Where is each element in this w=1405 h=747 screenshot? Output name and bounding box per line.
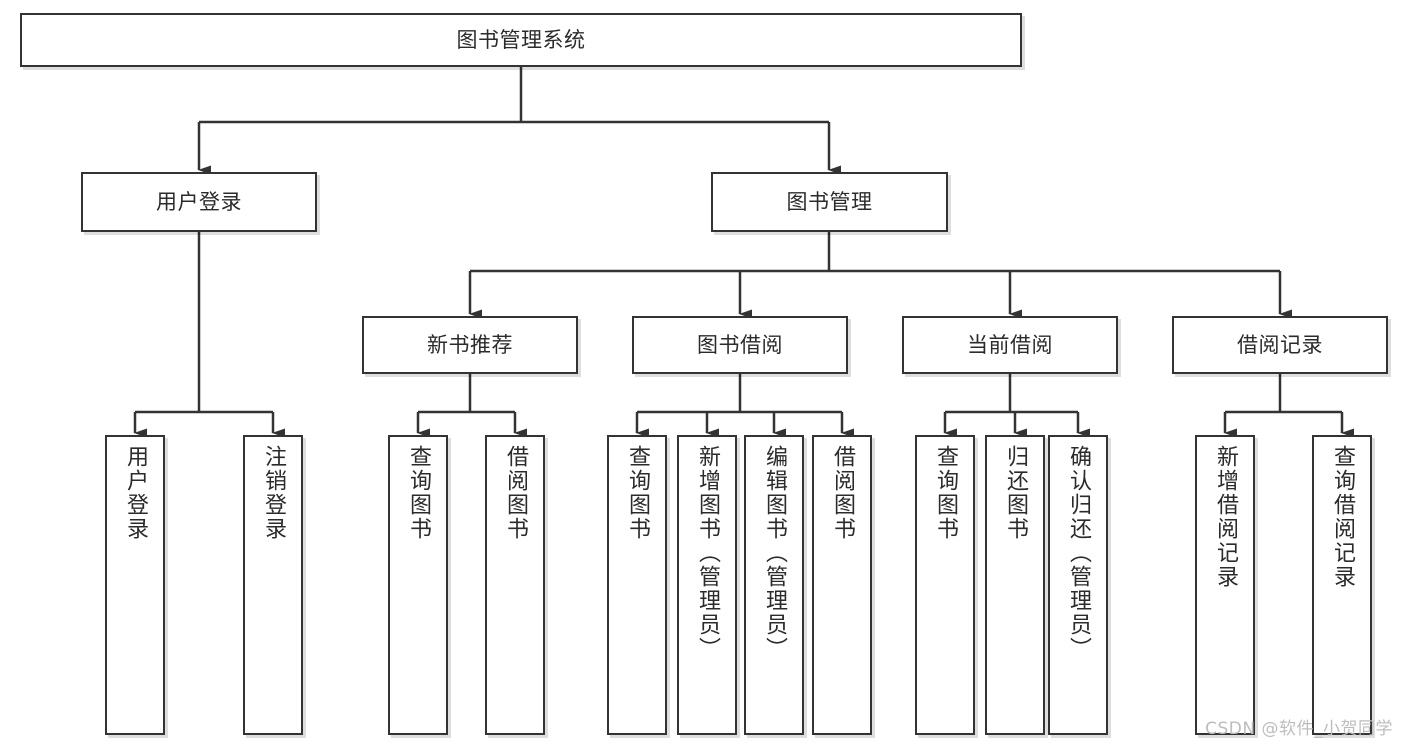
node-label: 新增借阅记录 <box>1213 445 1238 589</box>
node-leaf-borrow-book-1[interactable]: 借阅图书 <box>485 435 545 735</box>
node-label: 当前借阅 <box>967 332 1053 357</box>
node-leaf-query-book-2[interactable]: 查询图书 <box>607 435 667 735</box>
node-label: 图书借阅 <box>697 332 783 357</box>
node-label: 借阅图书 <box>503 445 528 541</box>
node-label: 图书管理系统 <box>456 27 586 52</box>
node-label: 新书推荐 <box>427 332 513 357</box>
node-label: 查询图书 <box>625 445 650 541</box>
node-label: 编辑图书（管理员） <box>762 445 787 661</box>
node-label: 借阅图书 <box>830 445 855 541</box>
node-label: 借阅记录 <box>1237 332 1323 357</box>
node-label: 新增图书（管理员） <box>695 445 720 661</box>
node-root[interactable]: 图书管理系统 <box>20 13 1022 67</box>
node-user-login[interactable]: 用户登录 <box>81 172 317 232</box>
node-leaf-user-login[interactable]: 用户登录 <box>105 435 165 735</box>
node-leaf-return-book[interactable]: 归还图书 <box>985 435 1045 735</box>
node-book-borrow[interactable]: 图书借阅 <box>632 316 848 374</box>
node-label: 图书管理 <box>786 189 873 214</box>
node-current-borrow[interactable]: 当前借阅 <box>902 316 1118 374</box>
node-label: 注销登录 <box>261 445 286 541</box>
node-label: 查询图书 <box>933 445 958 541</box>
node-new-book-recommend[interactable]: 新书推荐 <box>362 316 578 374</box>
tree-connectors <box>133 67 1354 438</box>
node-label: 归还图书 <box>1003 445 1028 541</box>
node-leaf-logout[interactable]: 注销登录 <box>243 435 303 735</box>
node-leaf-borrow-book-2[interactable]: 借阅图书 <box>812 435 872 735</box>
csdn-watermark: CSDN @软件_小贺同学 <box>1205 719 1393 739</box>
node-label: 查询图书 <box>406 445 431 541</box>
node-book-manage[interactable]: 图书管理 <box>711 172 948 232</box>
node-leaf-confirm-return[interactable]: 确认归还（管理员） <box>1048 435 1108 735</box>
node-label: 用户登录 <box>156 189 242 214</box>
node-leaf-add-record[interactable]: 新增借阅记录 <box>1195 435 1255 735</box>
node-leaf-query-book-3[interactable]: 查询图书 <box>915 435 975 735</box>
node-label: 用户登录 <box>123 445 148 541</box>
node-label: 确认归还（管理员） <box>1066 445 1091 661</box>
node-leaf-query-record[interactable]: 查询借阅记录 <box>1312 435 1372 735</box>
node-label: 查询借阅记录 <box>1330 445 1355 589</box>
node-leaf-add-book[interactable]: 新增图书（管理员） <box>677 435 737 735</box>
node-borrow-record[interactable]: 借阅记录 <box>1172 316 1388 374</box>
node-leaf-edit-book[interactable]: 编辑图书（管理员） <box>744 435 804 735</box>
node-leaf-query-book-1[interactable]: 查询图书 <box>388 435 448 735</box>
